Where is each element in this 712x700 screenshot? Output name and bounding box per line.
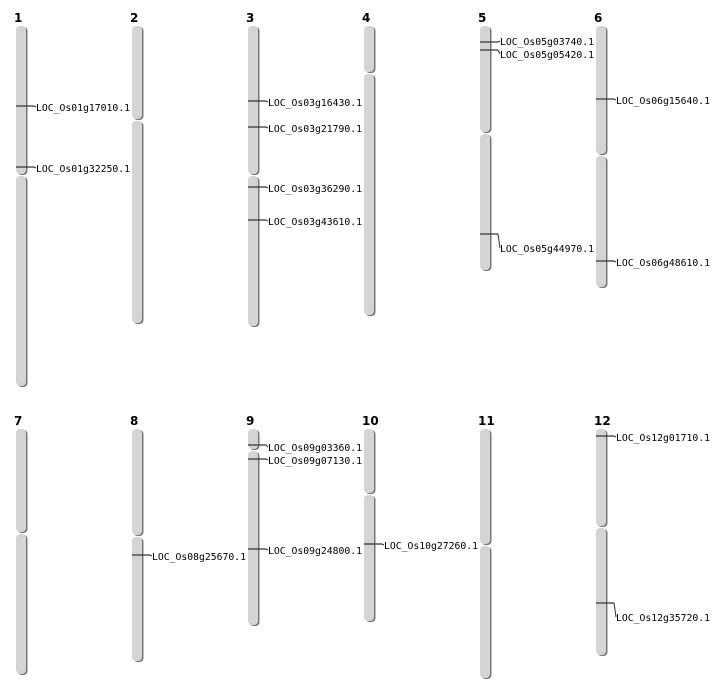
gene-label: LOC_Os09g07130.1 (268, 456, 362, 467)
chromosome-arm-q (364, 495, 374, 621)
chromosome-arm-q (132, 121, 142, 323)
chromosome-arm-p (480, 429, 490, 544)
chromosome-arm-p (132, 26, 142, 119)
gene-label: LOC_Os03g36290.1 (268, 184, 362, 195)
gene-connector (265, 458, 269, 461)
chromosome-arm-p (364, 26, 374, 72)
gene-connector (613, 435, 617, 438)
gene-connector (265, 126, 269, 129)
chromosome-arm-q (364, 74, 374, 315)
chromosome-arm-p (480, 26, 490, 132)
gene-connector (265, 548, 269, 551)
gene-connector (33, 166, 37, 169)
chromosome-number: 12 (594, 414, 611, 428)
chromosome-number: 1 (14, 11, 22, 25)
chromosome-number: 4 (362, 11, 370, 25)
gene-label: LOC_Os03g21790.1 (268, 124, 362, 135)
chromosome-number: 10 (362, 414, 379, 428)
chromosome-number: 8 (130, 414, 138, 428)
chromosome-arm-q (480, 546, 490, 678)
chromosome-arm-p (16, 429, 26, 532)
chromosome-arm-q (596, 528, 606, 655)
gene-label: LOC_Os12g01710.1 (616, 433, 710, 444)
chromosome-number: 6 (594, 11, 602, 25)
gene-connector (265, 444, 269, 448)
chromosome-arm-q (248, 451, 258, 625)
gene-connector (497, 233, 501, 249)
chromosome-arm-p (364, 429, 374, 493)
chromosome-arm-q (596, 156, 606, 287)
chromosome-number: 2 (130, 11, 138, 25)
gene-label: LOC_Os10g27260.1 (384, 541, 478, 552)
gene-label: LOC_Os03g16430.1 (268, 98, 362, 109)
chromosome-number: 9 (246, 414, 254, 428)
gene-label: LOC_Os03g43610.1 (268, 217, 362, 228)
chromosome-arm-p (248, 26, 258, 174)
chromosome-arm-q (480, 134, 490, 270)
chromosome-arm-p (248, 429, 258, 449)
gene-label: LOC_Os08g25670.1 (152, 552, 246, 563)
gene-label: LOC_Os05g05420.1 (500, 50, 594, 61)
gene-connector (497, 49, 501, 55)
gene-label: LOC_Os05g03740.1 (500, 37, 594, 48)
chromosome-arm-q (248, 176, 258, 326)
gene-label: LOC_Os05g44970.1 (500, 244, 594, 255)
chromosome-number: 7 (14, 414, 22, 428)
gene-label: LOC_Os01g17010.1 (36, 103, 130, 114)
gene-connector (381, 543, 385, 546)
chromosome-arm-p (16, 26, 26, 174)
gene-connector (497, 40, 501, 43)
gene-label: LOC_Os06g48610.1 (616, 258, 710, 269)
gene-label: LOC_Os09g03360.1 (268, 443, 362, 454)
gene-label: LOC_Os01g32250.1 (36, 164, 130, 175)
chromosome-arm-p (596, 26, 606, 154)
gene-connector (265, 186, 269, 189)
chromosome-arm-q (132, 537, 142, 661)
chromosome-arm-p (132, 429, 142, 535)
gene-label: LOC_Os12g35720.1 (616, 613, 710, 624)
gene-connector (149, 554, 153, 557)
chromosome-number: 3 (246, 11, 254, 25)
chromosome-arm-q (16, 534, 26, 674)
gene-connector (613, 602, 617, 618)
gene-label: LOC_Os06g15640.1 (616, 96, 710, 107)
gene-connector (265, 100, 269, 103)
gene-connector (265, 219, 269, 222)
chromosome-arm-q (16, 176, 26, 386)
chromosome-arm-p (596, 429, 606, 526)
gene-connector (33, 105, 37, 108)
gene-connector (613, 98, 617, 101)
gene-label: LOC_Os09g24800.1 (268, 546, 362, 557)
gene-connector (613, 260, 617, 263)
chromosome-number: 11 (478, 414, 495, 428)
chromosome-number: 5 (478, 11, 486, 25)
